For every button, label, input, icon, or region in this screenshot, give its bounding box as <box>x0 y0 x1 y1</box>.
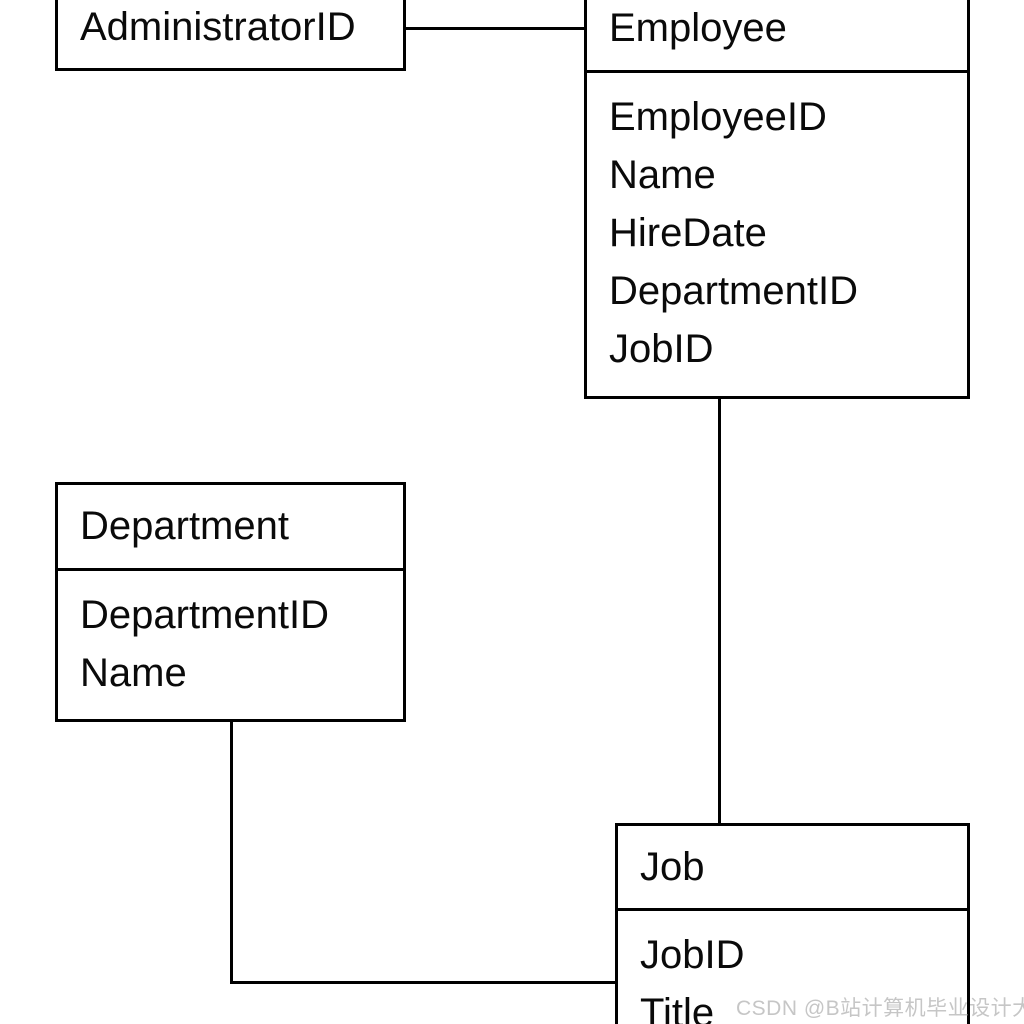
attribute-departmentid: DepartmentID <box>80 593 329 637</box>
connector-administrator-employee <box>406 27 584 30</box>
entity-header: AdministratorID <box>58 0 403 68</box>
attribute-list: DepartmentID Name <box>58 571 403 702</box>
entity-department: Department DepartmentID Name <box>55 482 406 722</box>
attribute-jobid: JobID <box>609 327 714 371</box>
entity-title: Job <box>640 844 705 889</box>
connector-employee-job <box>718 398 721 824</box>
attribute-hiredate: HireDate <box>609 211 767 255</box>
attribute-name: Name <box>609 153 716 197</box>
entity-header: Employee <box>587 0 967 73</box>
attribute-list: JobID Title <box>618 911 967 1024</box>
entity-administratorid: AdministratorID <box>55 0 406 71</box>
entity-header: Job <box>618 826 967 911</box>
csdn-watermark: CSDN @B站计算机毕业设计大学 <box>736 997 1024 1020</box>
entity-job: Job JobID Title <box>615 823 970 1024</box>
attribute-name: Name <box>80 651 187 695</box>
entity-header: Department <box>58 485 403 571</box>
entity-employee: Employee EmployeeID Name HireDate Depart… <box>584 0 970 399</box>
attribute-title: Title <box>640 991 715 1024</box>
entity-title: AdministratorID <box>80 5 356 49</box>
connector-department-job-horizontal <box>230 981 618 984</box>
attribute-departmentid: DepartmentID <box>609 269 858 313</box>
attribute-jobid: JobID <box>640 933 745 977</box>
attribute-list: EmployeeID Name HireDate DepartmentID Jo… <box>587 73 967 378</box>
connector-department-job-vertical <box>230 721 233 984</box>
entity-title: Employee <box>609 6 787 50</box>
attribute-employeeid: EmployeeID <box>609 95 827 139</box>
entity-title: Department <box>80 504 289 548</box>
